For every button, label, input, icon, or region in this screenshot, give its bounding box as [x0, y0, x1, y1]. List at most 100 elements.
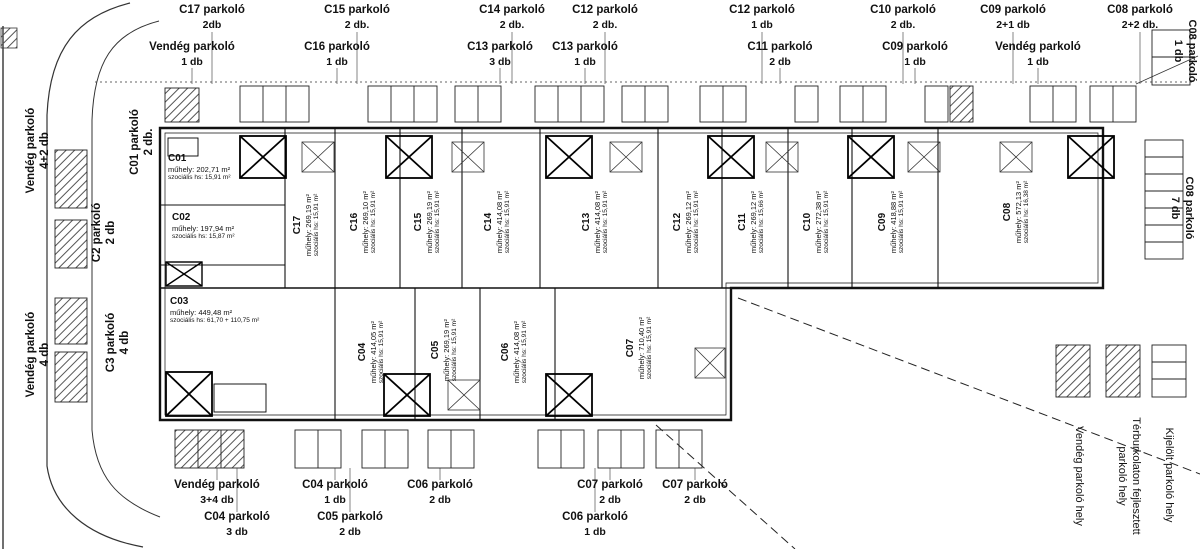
unit-c17: C17 műhely: 269,19 m² szociális hs: 15,9…	[292, 150, 328, 300]
parking-label-count: 4+2 db	[39, 132, 51, 169]
unit-id: C08	[1002, 202, 1013, 222]
legend-label: Térburkolaton fejlesztett	[1130, 417, 1142, 535]
parking-label-name: C04 parkoló	[302, 479, 368, 491]
parking-label-count: 2 db.	[592, 19, 618, 31]
parking-label: C10 parkoló 2 db.	[848, 3, 958, 33]
unit-c06: C06 műhely: 414,08 m² szociális hs: 15,9…	[500, 277, 536, 427]
parking-label-count: 2 db.	[143, 128, 155, 156]
unit-social-area: szociális hs: 15,66 m²	[758, 190, 765, 254]
unit-id: C15	[413, 212, 424, 232]
parking-label-count: 4 db	[39, 342, 51, 367]
top-parking-stalls	[164, 85, 1137, 123]
legend-label: Vendég parkoló hely	[1073, 426, 1085, 526]
unit-id: C17	[292, 215, 303, 235]
right-parking-stalls	[1144, 29, 1191, 260]
parking-label: C06 parkoló 1 db	[540, 510, 650, 540]
unit-area: műhely: 572,13 m²	[1014, 180, 1023, 244]
parking-label: C14 parkoló 2 db.	[457, 3, 567, 33]
parking-label-name: C05 parkoló	[317, 511, 383, 523]
parking-label-name: C3 parkoló	[105, 312, 117, 373]
parking-label-corner: C08 parkoló 1 db	[1171, 6, 1199, 96]
unit-area: műhely: 202,71 m²	[168, 165, 231, 174]
parking-label-name: C07 parkoló	[662, 479, 728, 491]
unit-social-area: szociális hs: 15,91 m²	[451, 318, 458, 382]
parking-label-count: 7 db	[1169, 196, 1181, 220]
unit-id: C04	[357, 342, 368, 362]
parking-label-count: 2 db.	[499, 19, 525, 31]
unit-social-area: szociális hs: 16,38 m²	[1023, 180, 1030, 244]
parking-label-count: 1 db	[751, 19, 773, 31]
unit-social-area: szociális hs: 15,91 m²	[521, 320, 528, 384]
parking-label: C17 parkoló 2db	[157, 3, 267, 33]
parking-label: C07 parkoló 2 db	[555, 478, 665, 508]
parking-label: C16 parkoló 1 db	[282, 40, 392, 70]
parking-label: C08 parkoló 2+2 db.	[1085, 3, 1195, 33]
unit-id: C07	[625, 338, 636, 358]
unit-social-area: szociális hs: 15,91 m²	[898, 190, 905, 254]
parking-label-name: C08 parkoló	[1186, 19, 1198, 83]
parking-label: C15 parkoló 2 db.	[302, 3, 412, 33]
parking-label: C13 parkoló 1 db	[530, 40, 640, 70]
unit-social-area: szociális hs: 15,91 m²	[646, 316, 653, 380]
unit-c16: C16 műhely: 269,10 m² szociális hs: 15,9…	[349, 147, 385, 297]
parking-label-count: 2 db	[684, 494, 706, 506]
parking-label-count: 3 db	[226, 526, 248, 538]
unit-area: műhely: 418,88 m²	[889, 190, 898, 254]
parking-label-count: 1 db	[1172, 39, 1184, 63]
unit-area: műhely: 269,10 m²	[361, 190, 370, 254]
parking-label: C13 parkoló 3 db	[445, 40, 555, 70]
bottom-parking-stalls	[174, 429, 703, 469]
parking-label-right: C08 parkoló 7 db	[1168, 158, 1196, 258]
unit-id: C11	[737, 213, 748, 231]
parking-label-left: C2 parkoló 2 db	[90, 190, 118, 275]
unit-area: műhely: 449,48 m²	[170, 308, 233, 317]
parking-label-name: Vendég parkoló	[25, 107, 37, 194]
unit-area: műhely: 269,12 m²	[684, 190, 693, 254]
parking-label-name: C11 parkoló	[747, 41, 813, 53]
unit-social-area: szociális hs: 15,91 m²	[602, 190, 609, 254]
parking-label-count: 1 db	[574, 56, 596, 68]
parking-label-name: C13 parkoló	[552, 41, 618, 53]
parking-label-count: 2 db	[429, 494, 451, 506]
parking-label-count: 2 db	[599, 494, 621, 506]
parking-label-count: 2+2 db.	[1121, 19, 1159, 31]
unit-area: műhely: 414,05 m²	[369, 320, 378, 384]
parking-label-name: C01 parkoló	[129, 109, 141, 175]
parking-label-count: 1 db	[904, 56, 926, 68]
unit-c08: C08 műhely: 572,13 m² szociális hs: 16,3…	[1002, 137, 1038, 287]
parking-label-count: 1 db	[584, 526, 606, 538]
service-cores	[165, 135, 1115, 417]
parking-label: Vendég parkoló 3+4 db	[162, 478, 272, 508]
parking-label-count: 2+1 db	[996, 19, 1030, 31]
parking-label-name: C10 parkoló	[870, 4, 936, 16]
unit-c04: C04 műhely: 414,05 m² szociális hs: 15,9…	[357, 277, 393, 427]
unit-social-area: szociális hs: 15,87 m²	[172, 233, 235, 240]
unit-social-area: szociális hs: 61,70 + 110,75 m²	[170, 317, 260, 324]
unit-social-area: szociális hs: 15,91 m²	[370, 190, 377, 254]
parking-label-name: C15 parkoló	[324, 4, 390, 16]
parking-label-name: C16 parkoló	[304, 41, 370, 53]
unit-social-area: szociális hs: 15,91 m²	[378, 320, 385, 384]
unit-area: műhely: 414,08 m²	[593, 190, 602, 254]
parking-label: Vendég parkoló 1 db	[137, 40, 247, 70]
parking-label-name: C07 parkoló	[577, 479, 643, 491]
parking-label-count: 2 db	[769, 56, 791, 68]
unit-area: műhely: 414,08 m²	[512, 320, 521, 384]
legend-swatches	[1055, 344, 1187, 398]
parking-label-name: Vendég parkoló	[174, 479, 260, 491]
parking-label-count: 1 db	[181, 56, 203, 68]
unit-id: C01	[168, 153, 187, 164]
unit-social-area: szociális hs: 15,91 m²	[168, 174, 231, 181]
unit-id: C02	[172, 212, 191, 223]
unit-social-area: szociális hs: 15,91 m²	[504, 190, 511, 254]
parking-label-count: 2 db.	[890, 19, 916, 31]
parking-label-name: C17 parkoló	[179, 4, 245, 16]
parking-label: C04 parkoló 1 db	[280, 478, 390, 508]
unit-social-area: szociális hs: 15,91 m²	[823, 190, 830, 254]
unit-area: műhely: 414,08 m²	[495, 190, 504, 254]
unit-c12: C12 műhely: 269,12 m² szociális hs: 15,9…	[672, 147, 708, 297]
unit-id: C10	[802, 212, 813, 232]
parking-label-name: Vendég parkoló	[995, 41, 1081, 53]
